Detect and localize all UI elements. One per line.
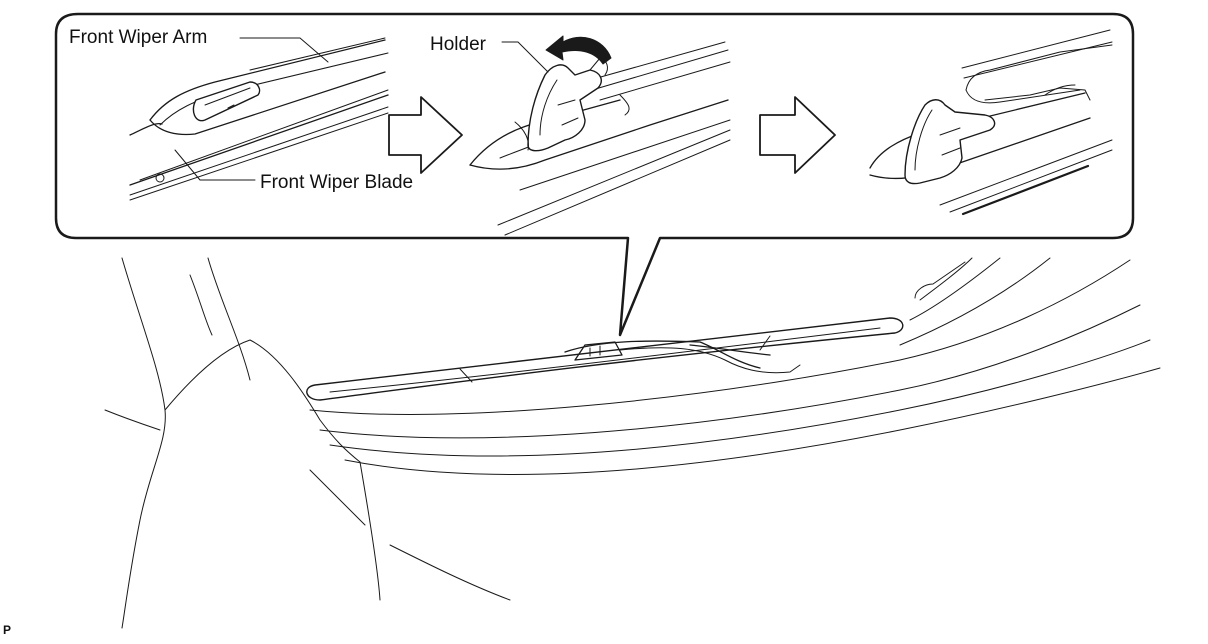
rotation-arrow-icon [545, 35, 612, 65]
panel-1-arm-and-blade [129, 37, 389, 201]
step-arrow-1-icon [388, 96, 463, 174]
front-wiper-arm-label: Front Wiper Arm [69, 27, 208, 48]
panel-2-holder-lifted [469, 41, 731, 236]
detail-callout-frame [54, 12, 1135, 337]
holder-leader-line [501, 41, 549, 73]
front-wiper-blade-label: Front Wiper Blade [260, 172, 414, 193]
panel-3-blade-removed [869, 29, 1113, 216]
figure-code-label: P [3, 623, 12, 637]
holder-label: Holder [430, 34, 486, 55]
vehicle-body-lines [104, 257, 1161, 629]
front-wiper-blade-installed [306, 317, 904, 401]
step-arrow-2-icon [759, 96, 836, 174]
